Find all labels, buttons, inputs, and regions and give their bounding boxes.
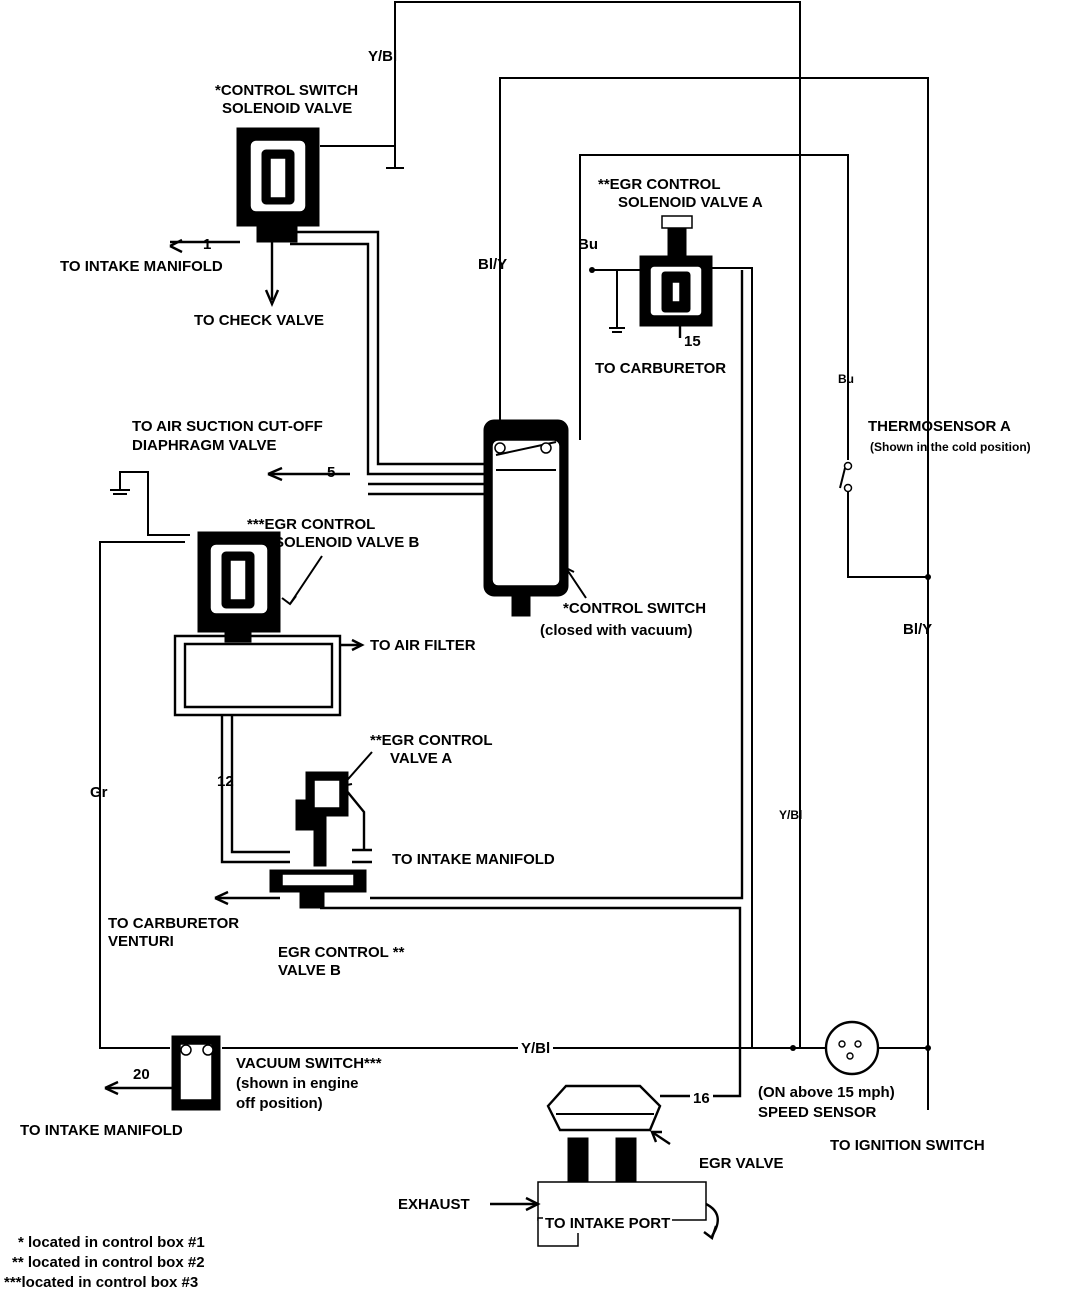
hose-number-1: 1 — [203, 236, 212, 253]
control-switch-solenoid-valve — [236, 127, 320, 243]
venturi-label-2: VENTURI — [108, 933, 174, 950]
wire-color-bu-1: Bu — [578, 236, 598, 253]
speed-sensor-label-2: SPEED SENSOR — [758, 1104, 877, 1121]
speed-sensor — [824, 1020, 880, 1076]
check-valve-label: TO CHECK VALVE — [194, 312, 325, 329]
wire-color-bly-1: Bl/Y — [478, 256, 508, 273]
hose-number-16: 16 — [690, 1090, 713, 1108]
egr-control-solenoid-valve-b — [197, 531, 281, 643]
legend-control-box-1: * located in control box #1 — [18, 1234, 205, 1251]
control-switch-label-1: *CONTROL SWITCH — [563, 600, 707, 617]
carburetor-label: TO CARBURETOR — [595, 360, 727, 377]
vacuum-switch-label-3: off position) — [236, 1095, 323, 1112]
intake-port-label: TO INTAKE PORT — [543, 1215, 673, 1233]
hose-number-12: 12 — [217, 773, 234, 790]
egr-sol-a-label-2: SOLENOID VALVE A — [618, 194, 763, 211]
ccs-solenoid-label-2: SOLENOID VALVE — [222, 100, 353, 117]
venturi-label-1: TO CARBURETOR — [108, 915, 240, 932]
legend-control-box-3: ***located in control box #3 — [4, 1274, 199, 1291]
vacuum-switch-label-1: VACUUM SWITCH*** — [236, 1055, 382, 1072]
air-suction-label-2: DIAPHRAGM VALVE — [132, 437, 277, 454]
intake-manifold-label-3: TO INTAKE MANIFOLD — [20, 1122, 183, 1139]
egr-valve-label: EGR VALVE — [699, 1155, 784, 1172]
egr-sol-a-label-1: **EGR CONTROL — [598, 176, 721, 193]
wire-color-yb-top: Y/Bl — [368, 48, 398, 65]
ccs-solenoid-label-1: *CONTROL SWITCH — [215, 82, 359, 99]
egr-valve-a-label-1: **EGR CONTROL — [370, 732, 493, 749]
control-switch-label-2: (closed with vacuum) — [540, 622, 693, 639]
egr-sol-b-label-2: SOLENOID VALVE B — [274, 534, 420, 551]
egr-valve-b-label-2: VALVE B — [278, 962, 341, 979]
hose-number-5: 5 — [327, 464, 336, 481]
vacuum-switch-label-2: (shown in engine — [236, 1075, 359, 1092]
egr-valve-a-label-2: VALVE A — [390, 750, 453, 767]
egr-valve-b-label-1: EGR CONTROL ** — [278, 944, 405, 961]
hose-number-15: 15 — [684, 333, 701, 350]
thermosensor-label-1: THERMOSENSOR A — [868, 418, 1011, 435]
exhaust-label: EXHAUST — [398, 1196, 470, 1213]
wire-color-gr: Gr — [90, 784, 108, 801]
intake-manifold-label-1: TO INTAKE MANIFOLD — [60, 258, 223, 275]
wire-color-yb-mid: Y/Bl — [779, 808, 803, 822]
wire-color-bly-2: Bl/Y — [903, 621, 933, 638]
hose-number-20: 20 — [133, 1066, 150, 1083]
wire-color-yb-bottom: Y/Bl — [518, 1040, 554, 1058]
pointer-arrows — [281, 555, 587, 788]
legend-control-box-2: ** located in control box #2 — [12, 1254, 205, 1271]
control-switch — [483, 419, 569, 617]
speed-sensor-label-1: (ON above 15 mph) — [758, 1084, 895, 1101]
intake-manifold-label-2: TO INTAKE MANIFOLD — [392, 851, 555, 868]
wire-color-bu-2: Bu — [838, 372, 854, 386]
hoses — [104, 230, 744, 1098]
egr-control-solenoid-valve-a — [639, 215, 713, 327]
air-suction-label-1: TO AIR SUCTION CUT-OFF — [132, 418, 323, 435]
ignition-switch-label: TO IGNITION SWITCH — [830, 1137, 985, 1154]
egr-sol-b-label-1: ***EGR CONTROL — [247, 516, 376, 533]
egr-control-valve-a-b — [269, 771, 367, 909]
air-filter-label: TO AIR FILTER — [370, 637, 476, 654]
thermosensor-label-2: (Shown in the cold position) — [870, 440, 1031, 454]
vacuum-switch — [171, 1035, 221, 1111]
